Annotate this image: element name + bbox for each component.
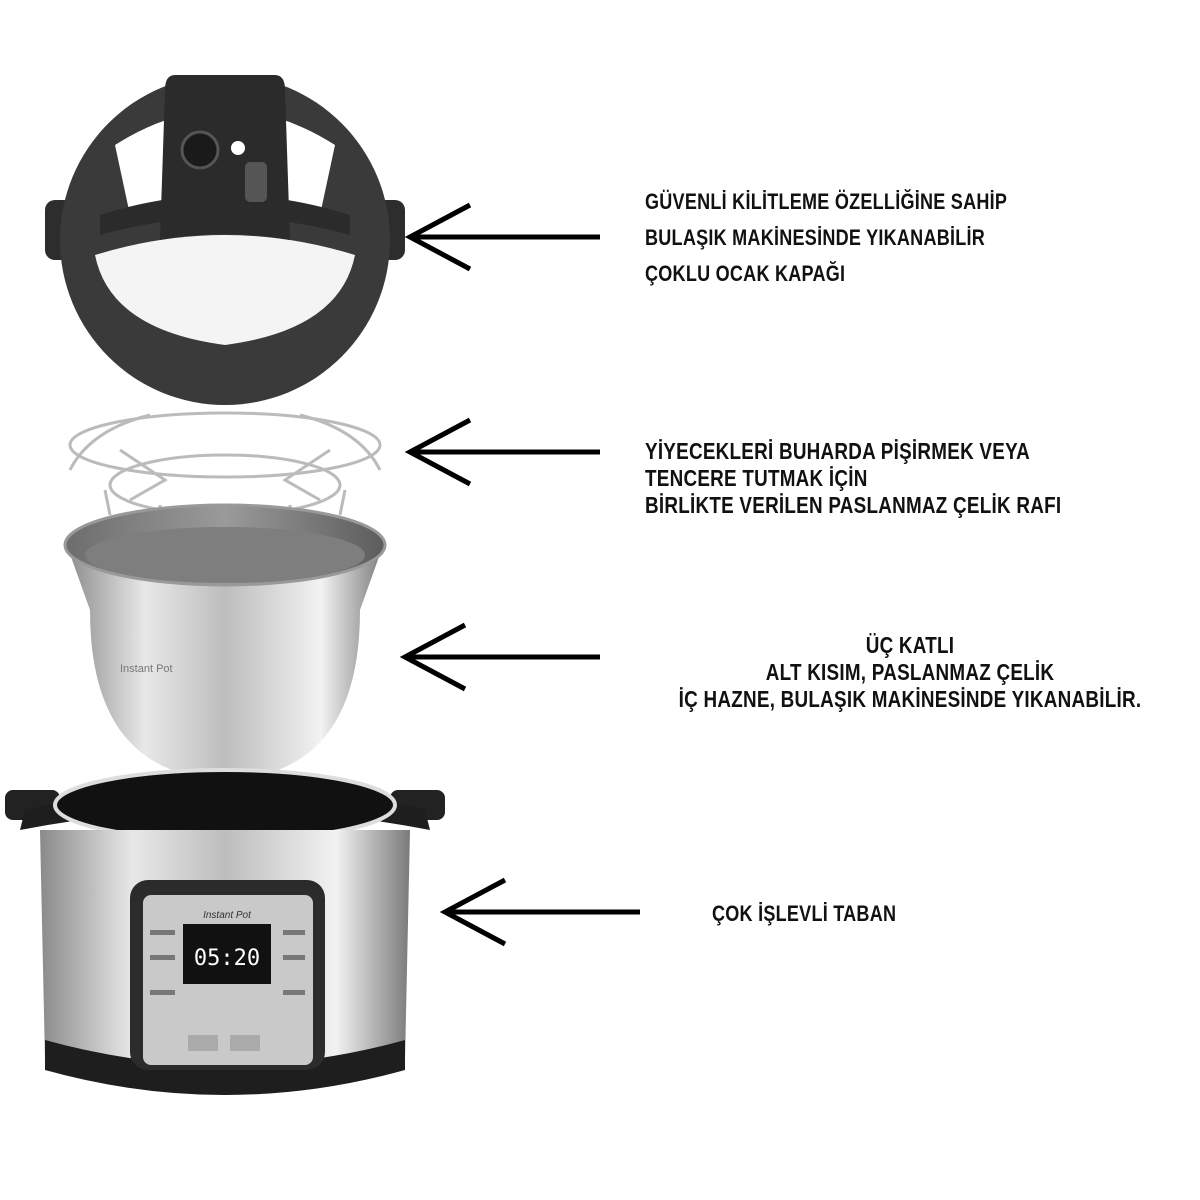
label-line: ÇOKLU OCAK KAPAĞI bbox=[645, 261, 846, 286]
label-line: ÜÇ KATLI bbox=[865, 632, 955, 658]
brand-logo: Instant Pot bbox=[203, 910, 252, 921]
lid bbox=[45, 75, 405, 405]
base-label: ÇOK İŞLEVLİ TABAN bbox=[712, 896, 896, 932]
arrow-pot-icon bbox=[399, 622, 600, 692]
display-screen bbox=[183, 924, 271, 984]
label-line: TENCERE TUTMAK İÇİN bbox=[645, 465, 868, 491]
label-line: YİYECEKLERİ BUHARDA PİŞİRMEK VEYA bbox=[645, 438, 1031, 464]
label-line: BİRLİKTE VERİLEN PASLANMAZ ÇELİK RAFI bbox=[645, 492, 1062, 518]
lid-label: GÜVENLİ KİLİTLEME ÖZELLİĞİNE SAHİP BULAŞ… bbox=[645, 184, 1007, 292]
label-line: ÇOK İŞLEVLİ TABAN bbox=[712, 901, 897, 926]
label-line: İÇ HAZNE, BULAŞIK MAKİNESİNDE YIKANABİLİ… bbox=[678, 686, 1142, 712]
inner-pot-label: ÜÇ KATLI ALT KISIM, PASLANMAZ ÇELİK İÇ H… bbox=[623, 632, 1197, 713]
arrow-lid-icon bbox=[404, 202, 600, 272]
label-line: BULAŞIK MAKİNESİNDE YIKANABİLİR bbox=[645, 225, 986, 250]
steam-rack bbox=[68, 411, 382, 520]
svg-text:Instant Pot: Instant Pot bbox=[120, 663, 173, 675]
cooker-base: 05:20 Instant Pot bbox=[5, 768, 445, 1095]
label-line: ALT KISIM, PASLANMAZ ÇELİK bbox=[765, 659, 1055, 685]
steam-valve-icon bbox=[180, 130, 220, 170]
display-time: 05:20 bbox=[194, 946, 260, 971]
label-line: GÜVENLİ KİLİTLEME ÖZELLİĞİNE SAHİP bbox=[645, 189, 1008, 214]
rack-label: YİYECEKLERİ BUHARDA PİŞİRMEK VEYA TENCER… bbox=[645, 438, 1061, 519]
arrow-rack-icon bbox=[404, 417, 600, 487]
inner-pot: Instant Pot bbox=[63, 503, 387, 780]
arrow-base-icon bbox=[439, 877, 640, 947]
